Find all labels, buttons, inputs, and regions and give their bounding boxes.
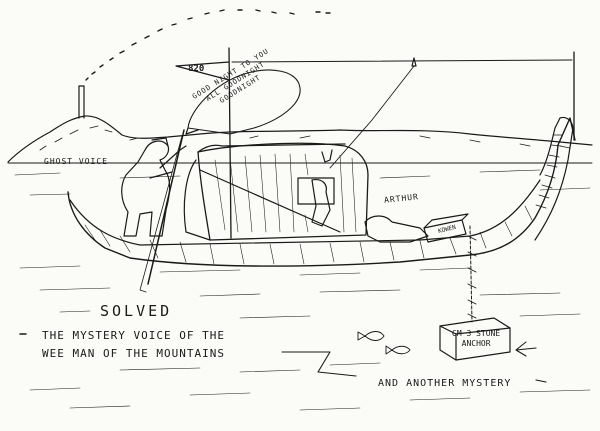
- caption-line-1: THE MYSTERY VOICE OF THE: [42, 329, 225, 342]
- anchor-top: [439, 325, 511, 361]
- chain-links: [467, 235, 477, 319]
- ghost-voice-label: GHOST VOICE: [44, 157, 108, 166]
- anchor-label-line-1: GM 3 STONE: [452, 329, 501, 338]
- speech-tail: [185, 127, 199, 135]
- prow-teeth: [535, 134, 563, 209]
- overhead-wire: [231, 59, 573, 63]
- smoke-dots: [85, 9, 331, 81]
- caption-another-mystery: AND ANOTHER MYSTERY: [378, 378, 512, 389]
- mountain-ridge: [7, 115, 593, 163]
- gondola-deck: [69, 179, 541, 246]
- gondolier-hat: [151, 137, 169, 147]
- chimney: [78, 85, 85, 119]
- cabin: [197, 142, 369, 241]
- arrow-tail: [535, 379, 547, 383]
- hidden-man: [311, 179, 331, 227]
- oar: [147, 129, 185, 285]
- mountain-shading: [39, 125, 571, 151]
- crate: [423, 219, 467, 243]
- fish-1: [357, 331, 385, 341]
- gondola-hull: [67, 117, 576, 267]
- stone-anchor: [439, 317, 511, 361]
- wire-knot: [411, 57, 417, 67]
- water-lines: [14, 169, 591, 411]
- long-stick: [199, 169, 341, 233]
- anchor-label-line-2: ANCHOR: [461, 339, 491, 348]
- cabin-lamp: [321, 149, 333, 163]
- pennant-flag: [175, 61, 230, 81]
- fish-2: [385, 345, 411, 355]
- anchor-label: GM 3 STONE ANCHOR: [452, 329, 500, 349]
- cabin-roof: [197, 143, 346, 153]
- speech-bubble: [187, 69, 301, 135]
- arthur: [364, 215, 429, 243]
- oar-lower: [139, 135, 183, 293]
- cabin-front: [183, 159, 211, 241]
- caption-line-2: WEE MAN OF THE MOUNTAINS: [42, 347, 225, 360]
- caption-solved: SOLVED: [100, 302, 173, 320]
- arrow-head: [515, 341, 537, 357]
- crate-top: [423, 213, 469, 229]
- cabin-window: [297, 177, 335, 205]
- caption-arrow: [281, 351, 357, 377]
- cabin-shading: [214, 153, 357, 233]
- hull-hatching: [84, 205, 533, 265]
- flag-label: 820: [188, 64, 205, 74]
- drop-wire: [329, 65, 415, 169]
- gondola-prow: [534, 116, 574, 241]
- anchor-chain: [469, 225, 473, 323]
